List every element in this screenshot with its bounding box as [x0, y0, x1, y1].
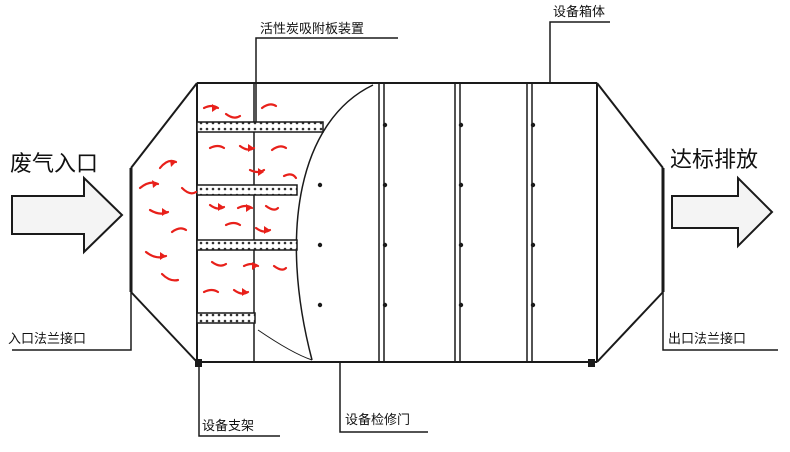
- airflow-arrows: [138, 103, 298, 295]
- outlet-arrow: [671, 175, 774, 249]
- inlet-arrow: [11, 175, 124, 255]
- carbon-plates-label: 活性炭吸附板装置: [260, 22, 365, 37]
- carbon-plates: [196, 121, 324, 324]
- inlet-label: 废气入口: [10, 152, 99, 177]
- support-foot-right: [588, 359, 595, 367]
- support-foot-left: [195, 359, 202, 367]
- leader-lines: [12, 21, 778, 437]
- inlet-flange-label: 入口法兰接口: [8, 332, 87, 347]
- housing-label: 设备箱体: [553, 5, 606, 20]
- access-door-label: 设备检修门: [345, 413, 411, 428]
- airflow-arrowheads: [152, 104, 270, 296]
- rivets: [317, 122, 536, 308]
- support-label: 设备支架: [202, 419, 255, 434]
- outlet-flange-label: 出口法兰接口: [668, 332, 747, 347]
- outlet-label: 达标排放: [670, 148, 759, 173]
